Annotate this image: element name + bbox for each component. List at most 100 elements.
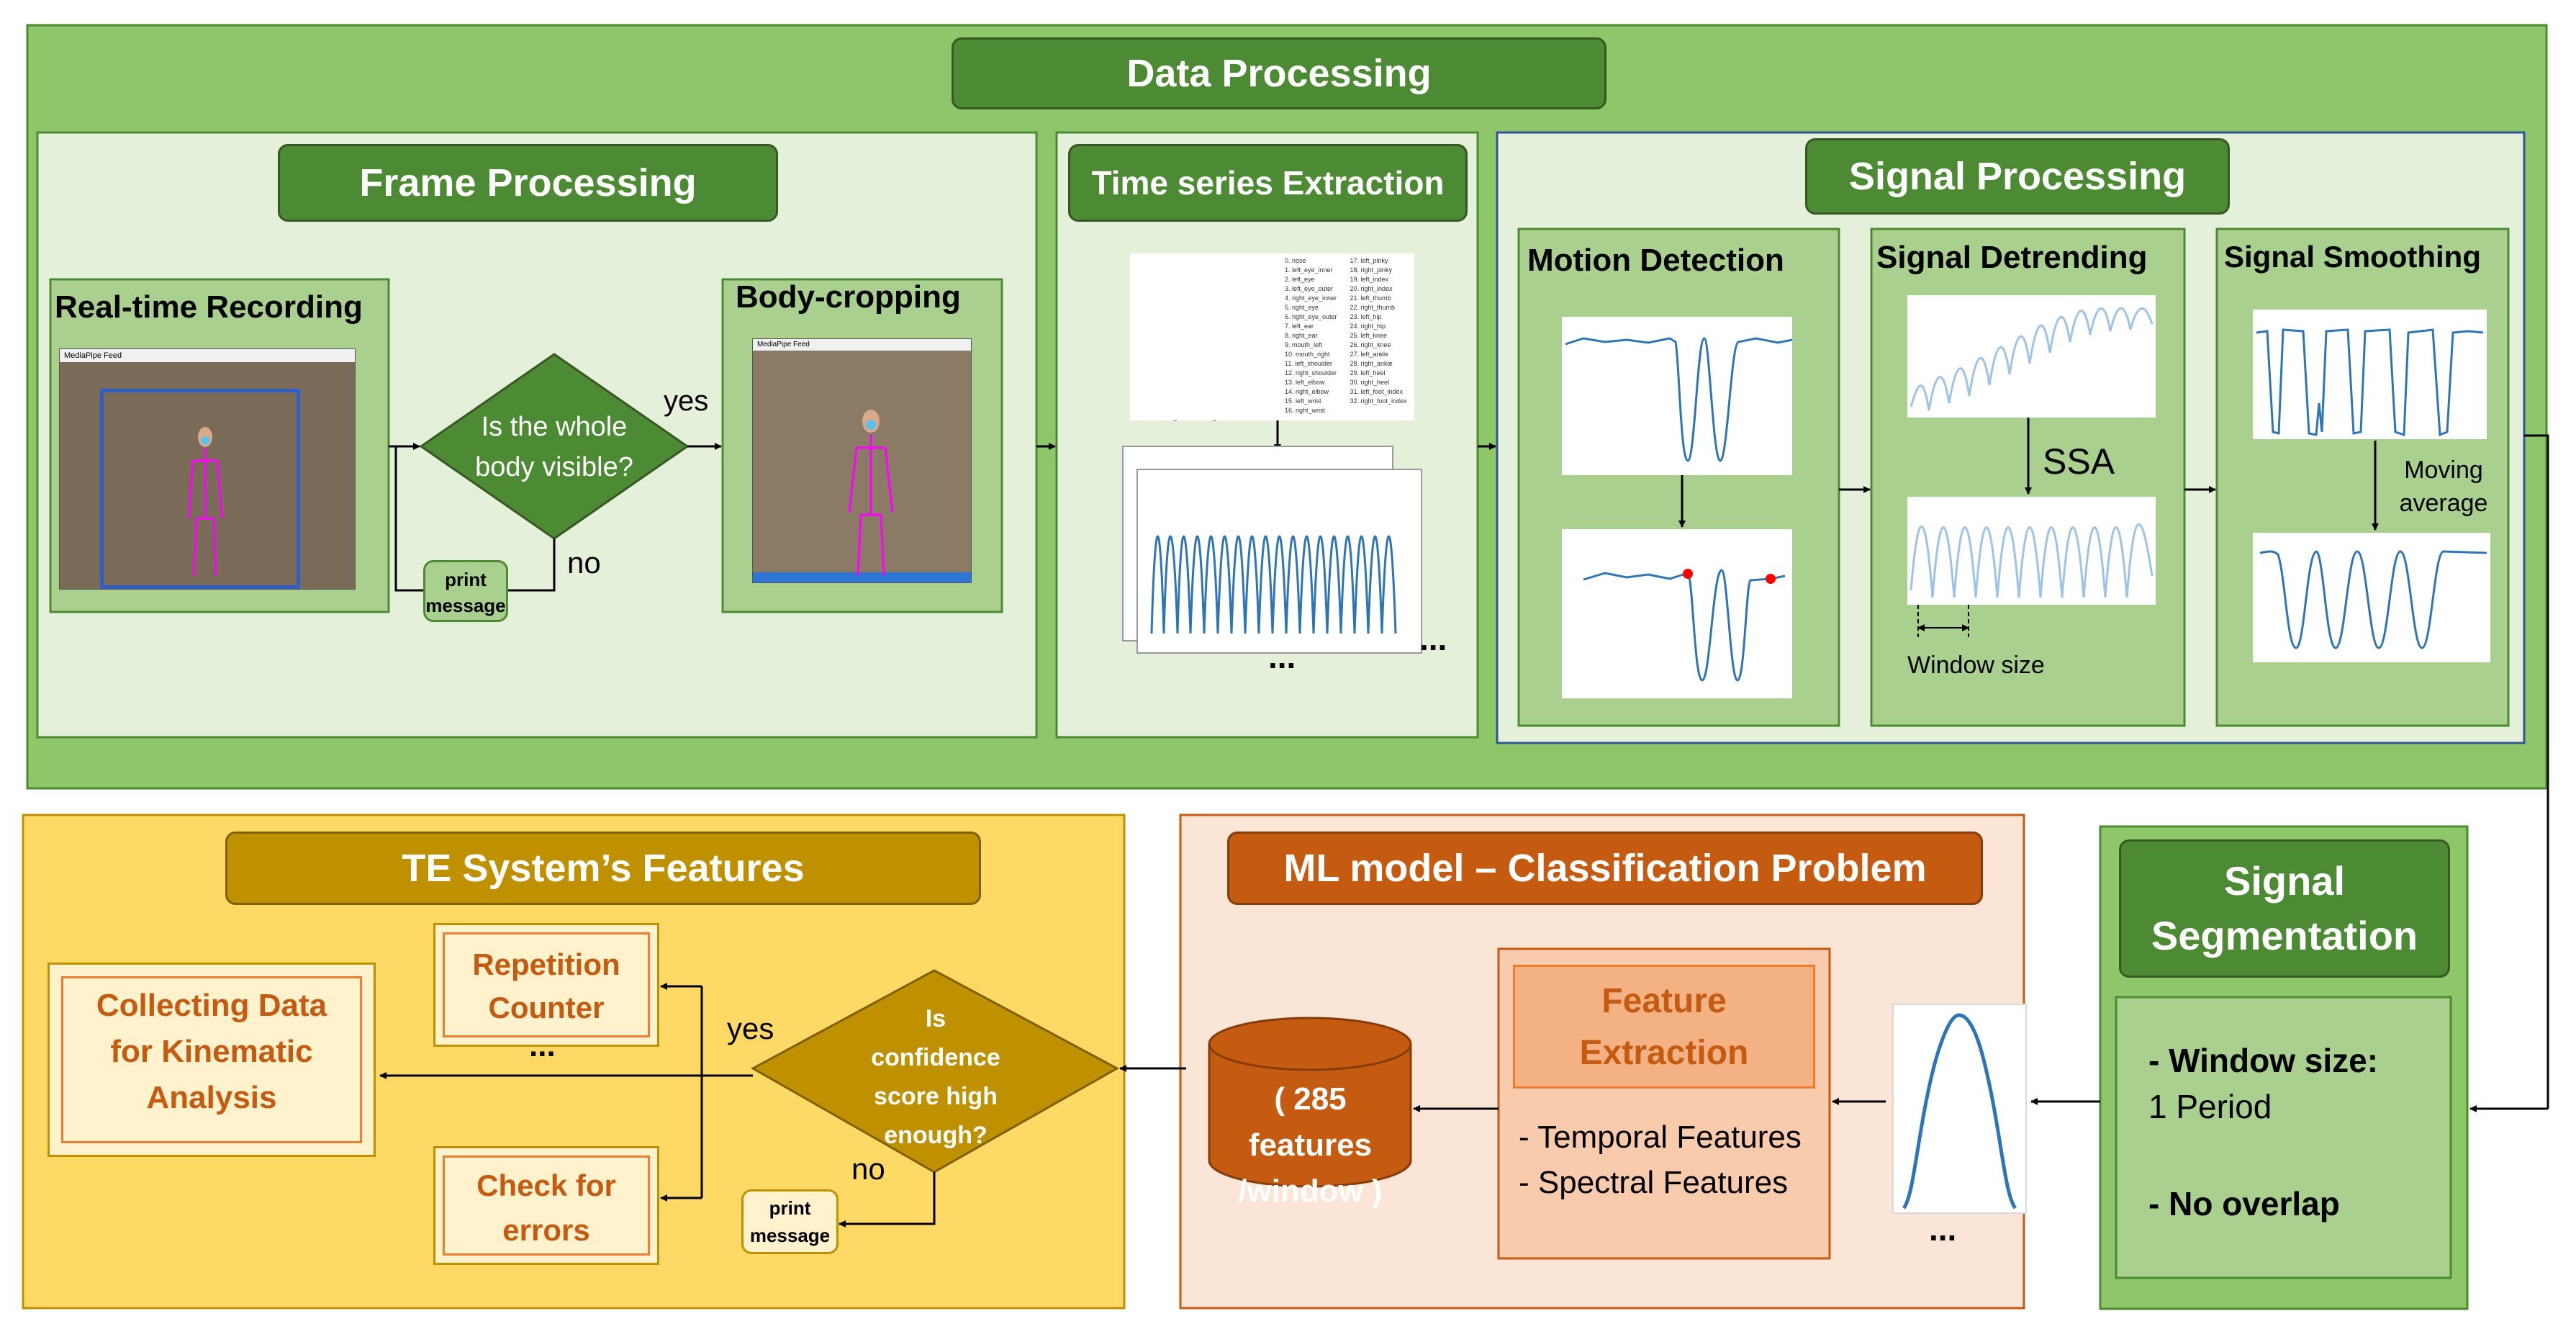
- time-series-ellipsis-right: ...: [1419, 620, 1447, 657]
- repetition-counter-inner: Repetition Counter: [443, 932, 650, 1037]
- body-crop-video-window: MediaPipe Feed: [752, 338, 972, 583]
- landmark-item: 29. left_heel: [1350, 369, 1386, 377]
- landmark-item: 31. left_foot_index: [1350, 388, 1404, 395]
- landmark-item: 16. right_wrist: [1285, 407, 1326, 414]
- detrend-raw-signal: [1910, 307, 2154, 411]
- landmark-item: 9. mouth_left: [1285, 341, 1323, 348]
- motion-detected-plot: [1562, 529, 1792, 698]
- realtime-recording-label: Real-time Recording: [55, 289, 363, 325]
- smooth-noisy-signal: [2256, 328, 2484, 437]
- landmark-item: 19. left_index: [1350, 276, 1389, 283]
- detrend-output-plot: [1907, 497, 2156, 605]
- collecting-data-box: Collecting Data for Kinematic Analysis: [48, 963, 376, 1157]
- signal-smoothing-label: Signal Smoothing: [2224, 240, 2481, 274]
- window-titlebar: MediaPipe Feed: [60, 349, 355, 362]
- features-database: [1208, 1017, 1412, 1188]
- landmark-item: 14. right_elbow: [1285, 388, 1329, 395]
- print-line: message: [425, 595, 506, 616]
- landmark-item: 24. right_hip: [1350, 323, 1386, 330]
- check-errors-line: Check: [476, 1168, 568, 1202]
- landmark-item: 1. left_eye_inner: [1285, 266, 1333, 274]
- landmark-item: 7. left_ear: [1285, 323, 1314, 330]
- collecting-line: for Kinematic: [110, 1034, 313, 1069]
- motion-end-marker: [1766, 574, 1776, 584]
- realtime-video-window: MediaPipe Feed: [59, 348, 356, 590]
- confidence-line: enough?: [884, 1122, 988, 1149]
- landmark-item: 15. left_wrist: [1285, 397, 1321, 405]
- spectral-features: - Spectral Features: [1519, 1165, 1789, 1200]
- ssa-label: SSA: [2043, 441, 2115, 482]
- database-line: /window ): [1238, 1173, 1383, 1209]
- check-errors-line: for: [575, 1168, 616, 1202]
- feature-extraction-line: Extraction: [1579, 1034, 1749, 1072]
- landmark-item: 26. right_knee: [1350, 341, 1391, 348]
- moving-average-label: Moving average: [2382, 454, 2505, 520]
- check-errors-box: Check for errors: [433, 1146, 659, 1265]
- no-overlap-setting: - No overlap: [2148, 1185, 2340, 1222]
- landmark-item: 6. right_eye_outer: [1285, 313, 1337, 320]
- repetition-counter-box: Repetition Counter: [433, 923, 659, 1047]
- ml-model-title: ML model – Classification Problem: [1227, 832, 1983, 905]
- confidence-line: confidence: [871, 1044, 1000, 1071]
- confidence-question: Is confidence score high enough?: [821, 999, 1051, 1155]
- time-series-title: Time series Extraction: [1068, 144, 1468, 222]
- segmentation-title-line: Segmentation: [2151, 913, 2418, 958]
- temporal-features: - Temporal Features: [1519, 1119, 1802, 1155]
- question-line: body visible?: [475, 452, 633, 482]
- moving-average-line: Moving: [2404, 456, 2483, 484]
- time-series-ellipsis-bottom: ...: [1268, 638, 1296, 675]
- te-yes-label: yes: [727, 1012, 774, 1045]
- feature-extraction-header: Feature Extraction: [1513, 965, 1815, 1089]
- time-series-title-text: Time series Extraction: [1091, 164, 1445, 202]
- motion-detection-label: Motion Detection: [1527, 243, 1784, 278]
- collecting-data-inner: Collecting Data for Kinematic Analysis: [61, 976, 362, 1143]
- smooth-output-signal: [2259, 550, 2487, 649]
- check-errors-inner: Check for errors: [443, 1155, 650, 1256]
- landmark-item: 27. left_ankle: [1350, 351, 1389, 358]
- landmark-item: 11. left_shoulder: [1285, 360, 1332, 367]
- moving-average-line: average: [2399, 490, 2488, 517]
- window-titlebar: MediaPipe Feed: [753, 339, 971, 351]
- signal-detrending-label: Signal Detrending: [1876, 240, 2148, 275]
- landmark-item: 28. right_ankle: [1350, 360, 1393, 367]
- te-system-title: TE System’s Features: [225, 832, 981, 905]
- te-print-line: print: [769, 1197, 811, 1219]
- landmark-item: 10. mouth_right: [1285, 351, 1330, 358]
- collecting-line: Analysis: [146, 1080, 277, 1115]
- motion-raw-signal: [1565, 337, 1793, 462]
- te-print-message-box: print message: [741, 1189, 839, 1254]
- landmark-item: 32. right_foot_index: [1350, 397, 1407, 405]
- landmark-item: 21. left_thumb: [1350, 294, 1391, 302]
- landmark-item: 23. left_hip: [1350, 313, 1382, 320]
- confidence-line: score high: [874, 1083, 998, 1110]
- data-processing-title-text: Data Processing: [1126, 52, 1432, 95]
- frame-processing-title-text: Frame Processing: [359, 161, 697, 204]
- frame-processing-title: Frame Processing: [278, 144, 778, 222]
- confidence-line: Is: [925, 1005, 946, 1032]
- motion-start-marker: [1683, 569, 1693, 579]
- repetition-line: Repetition: [472, 947, 620, 981]
- window-size-label: Window size: [1907, 652, 2045, 679]
- te-print-line: message: [749, 1225, 831, 1246]
- print-line: print: [445, 569, 487, 590]
- landmark-item: 22. right_thumb: [1350, 304, 1396, 311]
- signal-processing-title-text: Signal Processing: [1848, 155, 2187, 198]
- landmark-item: 12. right_shoulder: [1285, 369, 1337, 377]
- time-series-plot-front: [1136, 469, 1422, 654]
- motion-detected-signal: [1583, 569, 1786, 682]
- landmark-item: 17. left_pinky: [1350, 257, 1388, 264]
- check-errors-line: errors: [502, 1213, 590, 1247]
- landmark-item: 3. left_eye_outer: [1285, 285, 1334, 292]
- landmark-item: 4. right_eye_inner: [1285, 294, 1337, 302]
- ml-model-title-text: ML model – Classification Problem: [1283, 847, 1927, 890]
- landmark-item: 18. right_pinky: [1350, 266, 1393, 274]
- landmark-item: 25. left_knee: [1350, 332, 1388, 339]
- data-processing-title: Data Processing: [952, 37, 1606, 109]
- detection-bounding-box: [100, 389, 300, 589]
- window-title: MediaPipe Feed: [64, 351, 122, 360]
- landmark-item: 20. right_index: [1350, 285, 1393, 292]
- te-no-label: no: [851, 1152, 885, 1186]
- print-message-box: print message: [423, 560, 508, 622]
